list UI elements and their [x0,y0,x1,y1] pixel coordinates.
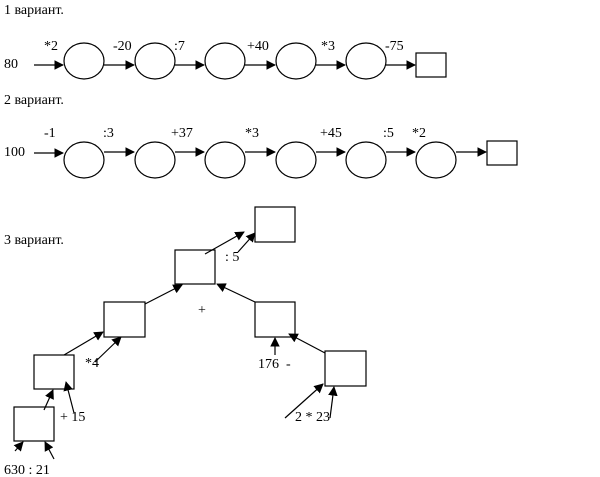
label-div: 630 : 21 [4,463,50,477]
op-label: *3 [245,126,259,141]
ellipse-3 [204,141,246,179]
op-label: :5 [383,126,394,141]
arrow [288,333,326,354]
ellipse-5 [345,141,387,179]
label-mul4: *4 [85,356,99,371]
op-label: :7 [174,39,185,54]
op-label: -1 [44,126,56,141]
arrow [94,336,122,363]
op-label: -20 [113,39,132,54]
result-box [486,140,518,166]
box-right-mid [254,301,296,338]
box-sum [174,249,216,285]
op-label: *3 [321,39,335,54]
ellipse-1 [63,141,105,179]
ellipse-6 [415,141,457,179]
ellipse-1 [63,42,105,80]
box-left-lower [33,354,75,390]
ellipse-2 [134,141,176,179]
arrow [284,383,324,419]
arrow [63,381,75,414]
variant2-chain [34,140,518,179]
op-label: -75 [385,39,404,54]
arrow [63,331,104,356]
box-bottom-left [13,406,55,442]
op-label: :3 [103,126,114,141]
label-div5: : 5 [225,250,239,265]
variant3-tree [13,206,367,460]
arrow [216,283,256,303]
op-label: *2 [412,126,426,141]
label-mul: 2 * 23 [295,410,330,425]
arrow [237,232,256,253]
ellipse-2 [134,42,176,80]
arrow [144,284,183,305]
arrow [328,386,338,419]
op-label: +45 [320,126,342,141]
variant2-start: 100 [4,145,25,160]
label-minus176: 176 - [258,357,291,372]
op-label: +37 [171,126,193,141]
box-left-mid [103,301,146,338]
label-plus: + [198,303,206,318]
variant1-start: 80 [4,57,18,72]
box-result [254,206,296,243]
arrow [13,441,24,452]
ellipse-4 [275,141,317,179]
arrow [43,389,54,411]
ellipse-5 [345,42,387,80]
ellipse-3 [204,42,246,80]
result-box [415,52,447,78]
box-right-lower [324,350,367,387]
arrow [44,441,55,460]
variant3-title: 3 вариант. [4,233,64,248]
variant2-title: 2 вариант. [4,93,64,108]
variant1-chain [34,42,447,80]
op-label: *2 [44,39,58,54]
op-label: +40 [247,39,269,54]
ellipse-4 [275,42,317,80]
label-plus15: + 15 [60,410,85,425]
arrow [204,231,245,255]
variant1-title: 1 вариант. [4,3,64,18]
